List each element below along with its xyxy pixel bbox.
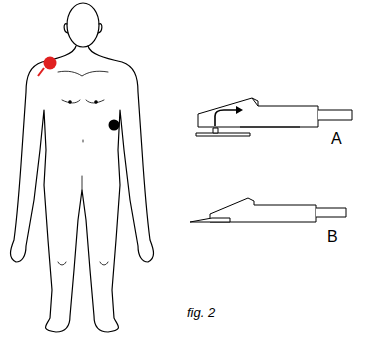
ears [64,24,102,33]
black-electrode [109,120,120,131]
red-electrode [44,57,57,70]
view-label: A [331,130,342,148]
body-details [58,71,108,265]
clip-a [196,98,352,136]
insert-arrow [215,110,236,126]
view-label: B [327,228,338,246]
red-electrode-lead [38,68,44,76]
body-outline [11,46,154,332]
insert-arrowhead [236,106,243,114]
head [67,3,99,47]
figure-caption: fig. 2 [187,306,215,320]
clip-b [190,198,346,222]
